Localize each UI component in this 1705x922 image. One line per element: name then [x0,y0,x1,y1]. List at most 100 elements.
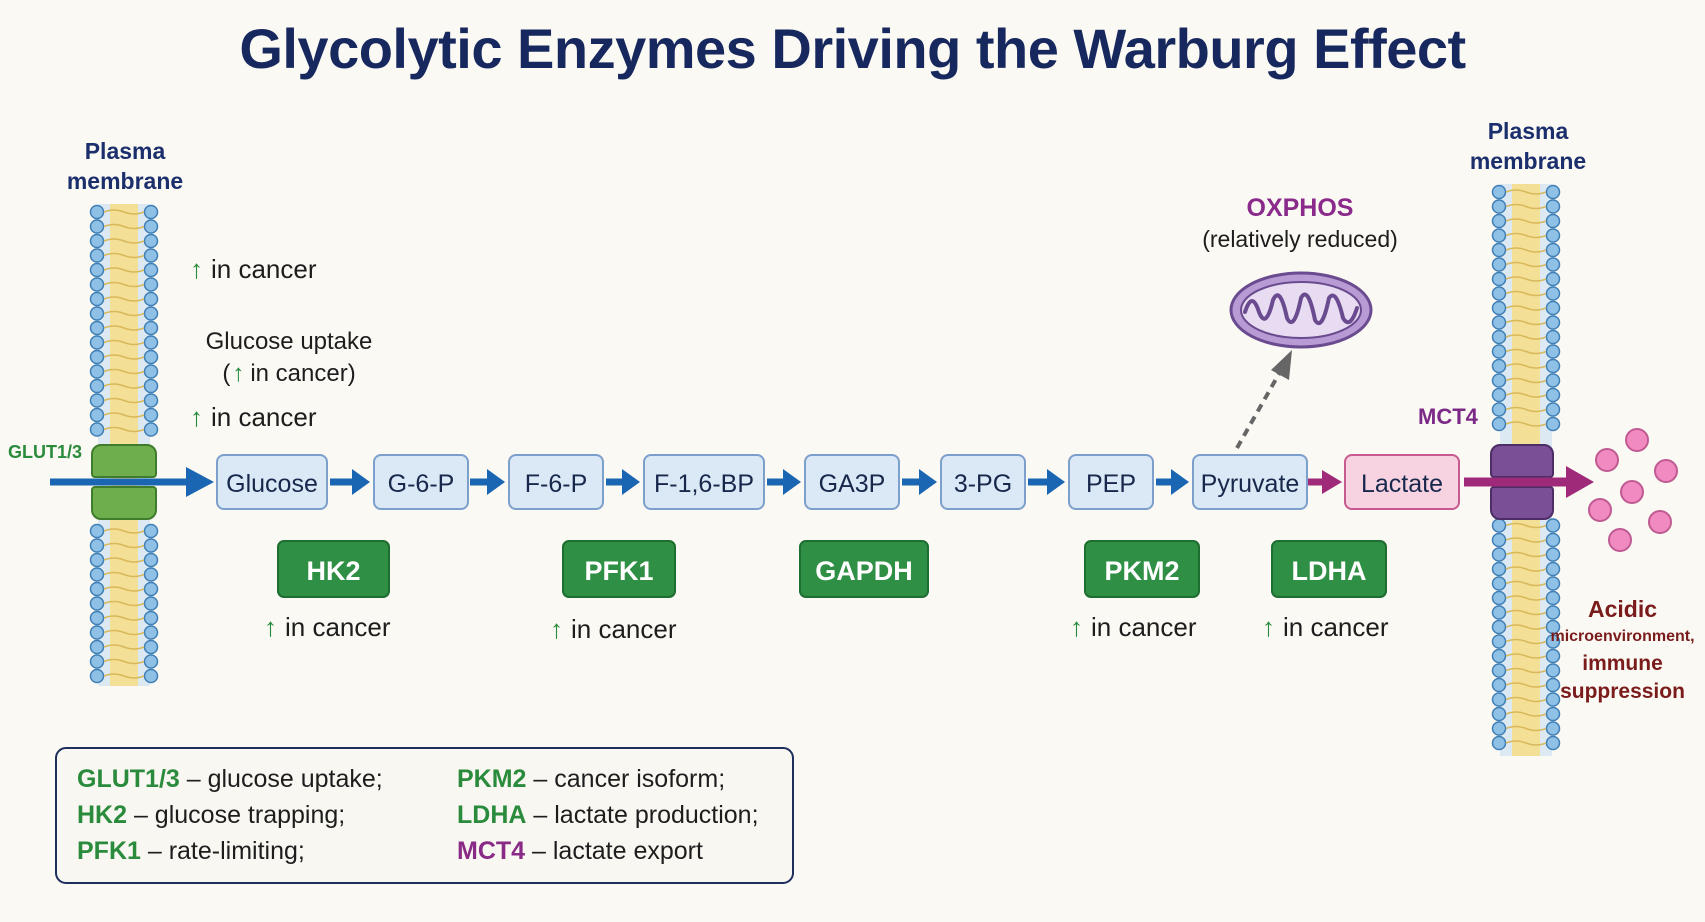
lipid-head [1491,315,1507,330]
lipid-head [89,596,105,611]
lipid-head [1491,677,1507,693]
lipid-head [1491,605,1507,620]
metabolite-glucose: Glucose [216,454,328,510]
lipid-head [1545,605,1561,620]
lipid-tail [103,557,145,563]
step-arrowhead [352,469,370,495]
lipid-head [89,378,105,394]
outcome-line4: suppression [1560,680,1685,703]
legend-column-1: GLUT1/3 – glucose uptake; HK2 – glucose … [77,761,383,869]
mct4-transporter [1490,444,1554,520]
lipid-tail [103,368,145,375]
lipid-head [1545,692,1561,707]
metabolite-f6p: F-6-P [508,454,604,510]
lipid-head [1491,692,1507,707]
lipid-head [89,625,105,640]
oxphos-note: (relatively reduced) [1202,226,1398,252]
lipid-head [1491,199,1507,214]
lipid-head [1545,576,1561,591]
lipid-head [89,291,105,307]
lipid-head [1491,271,1507,287]
lipid-tail [103,600,145,607]
lipid-tail [1505,580,1547,587]
legend-item: MCT4 – lactate export [457,837,703,865]
lipid-tail [1505,334,1547,340]
lipid-tail [1505,551,1547,558]
lipid-head [1491,721,1507,736]
lipid-head [89,233,105,249]
lipid-tail [1505,711,1547,717]
lipid-tail [103,223,145,230]
right-membrane-label-line2: membrane [1469,148,1587,174]
lipid-head [1545,387,1561,403]
lipid-head [1545,329,1561,345]
lipid-tail [103,252,145,259]
lipid-tail [1505,203,1547,210]
lipid-head [89,364,105,379]
lipid-tail [103,542,145,549]
lipid-head [1545,416,1561,432]
lipid-head [143,349,159,365]
lipid-head [1545,257,1561,272]
lipid-tail [103,397,145,404]
legend-item: PKM2 – cancer isoform; [457,765,726,793]
legend-item: LDHA – lactate production; [457,801,759,829]
lipid-head [143,581,159,597]
lipid-head [143,552,159,568]
oxphos-dashed-arrowhead [1271,350,1292,380]
lipid-head [1545,300,1561,316]
lipid-head [89,668,105,684]
lipid-tail [103,673,145,679]
lipid-head [143,538,159,553]
metabolite-f16bp: F-1,6-BP [643,454,765,510]
lipid-head [1545,663,1561,678]
step-arrowhead [783,469,801,495]
lactate-molecule-dot [1595,448,1619,472]
lipid-head [89,349,105,365]
lipid-tail [103,571,145,578]
lipid-head [1545,561,1561,577]
lipid-head [143,378,159,394]
lipid-head [89,219,105,234]
lactate-molecule-dot [1608,528,1632,552]
lipid-tail [1505,624,1547,630]
lipid-head [89,320,105,336]
lipid-head [1491,373,1507,388]
up-arrow-icon: ↑ [190,402,203,432]
lipid-head [1491,228,1507,243]
lipid-tail [103,325,145,331]
lipid-head [1545,213,1561,229]
lipid-head [143,233,159,249]
lipid-head [143,393,159,408]
lactate-export-arrowhead [1566,466,1594,498]
lipid-tail [1505,566,1547,572]
lipid-head [1491,387,1507,403]
lipid-head [1545,735,1561,751]
lipid-tail [103,615,145,621]
lipid-tail [1505,189,1547,195]
lipid-tail [1505,348,1547,355]
lipid-head [143,204,159,220]
mct4-transporter-bottom [1490,486,1554,520]
lipid-head [143,248,159,263]
pfk1-upregulation-text: in cancer [571,614,677,644]
lipid-head [1491,648,1507,664]
lipid-head [1491,561,1507,577]
lipid-head [1545,315,1561,330]
lactate-molecule-dot [1620,480,1644,504]
lipid-head [1491,619,1507,635]
glut-upregulation-top-text: in cancer [211,254,317,284]
lactate-molecule-dot [1654,459,1678,483]
lipid-tail [103,629,145,636]
legend-column-2: PKM2 – cancer isoform; LDHA – lactate pr… [457,761,759,869]
lipid-tail [1505,537,1547,543]
step-arrowhead [1047,469,1065,495]
right-membrane-label-line1: Plasma [1487,118,1569,144]
lipid-head [143,306,159,321]
lipid-tail [1505,740,1547,746]
enzyme-ldha: LDHA [1271,540,1387,598]
mct4-transporter-top [1490,444,1554,478]
outcome-line2: microenvironment, [1550,628,1695,645]
lipid-head [1491,547,1507,562]
